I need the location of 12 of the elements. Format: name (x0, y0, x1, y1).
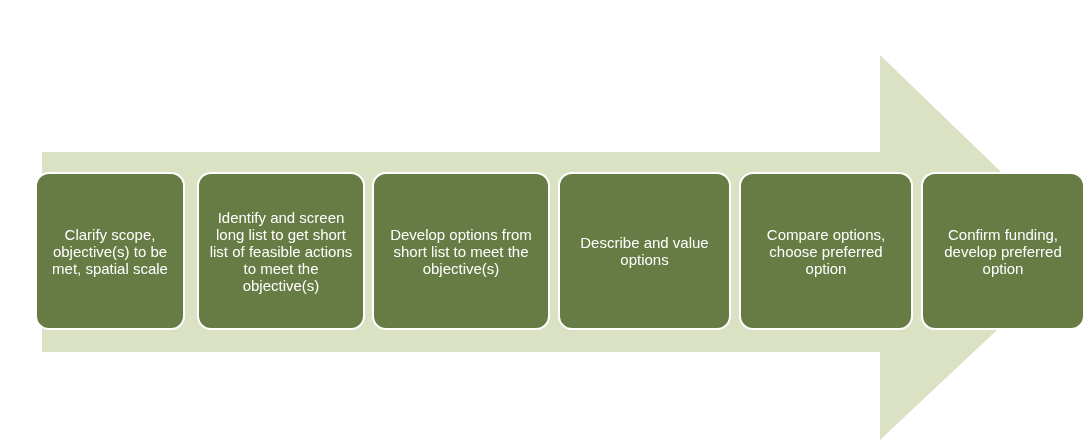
step-text: Confirm funding, develop preferred option (943, 225, 1063, 277)
step-text: Identify and screen long list to get short list of feasible actions to meet the objective(s) (208, 208, 354, 294)
step-box (921, 172, 1085, 330)
step-box (35, 172, 185, 330)
step-box (197, 172, 365, 330)
step-text: Compare options, choose preferred option (765, 225, 887, 277)
step-box (372, 172, 550, 330)
step-box (739, 172, 913, 330)
step-text: Develop options from short list to meet the objective(s) (389, 225, 533, 277)
step-text: Clarify scope, objective(s) to be met, spatial scale (51, 225, 169, 277)
step-text: Describe and value options (579, 234, 710, 268)
step-box (558, 172, 731, 330)
